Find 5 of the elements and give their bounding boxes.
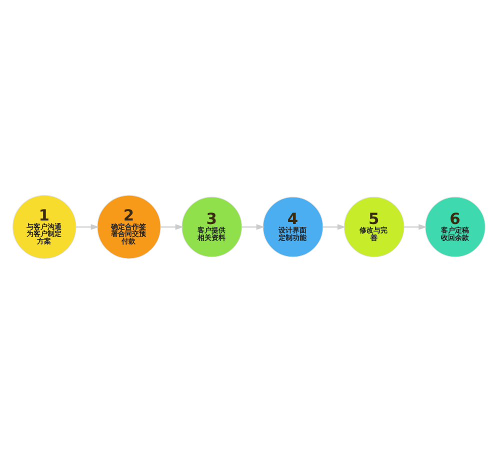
arrow [404, 224, 427, 230]
arrow [322, 224, 346, 230]
arrow [76, 224, 100, 230]
arrow [242, 224, 265, 230]
arrow [160, 224, 184, 230]
